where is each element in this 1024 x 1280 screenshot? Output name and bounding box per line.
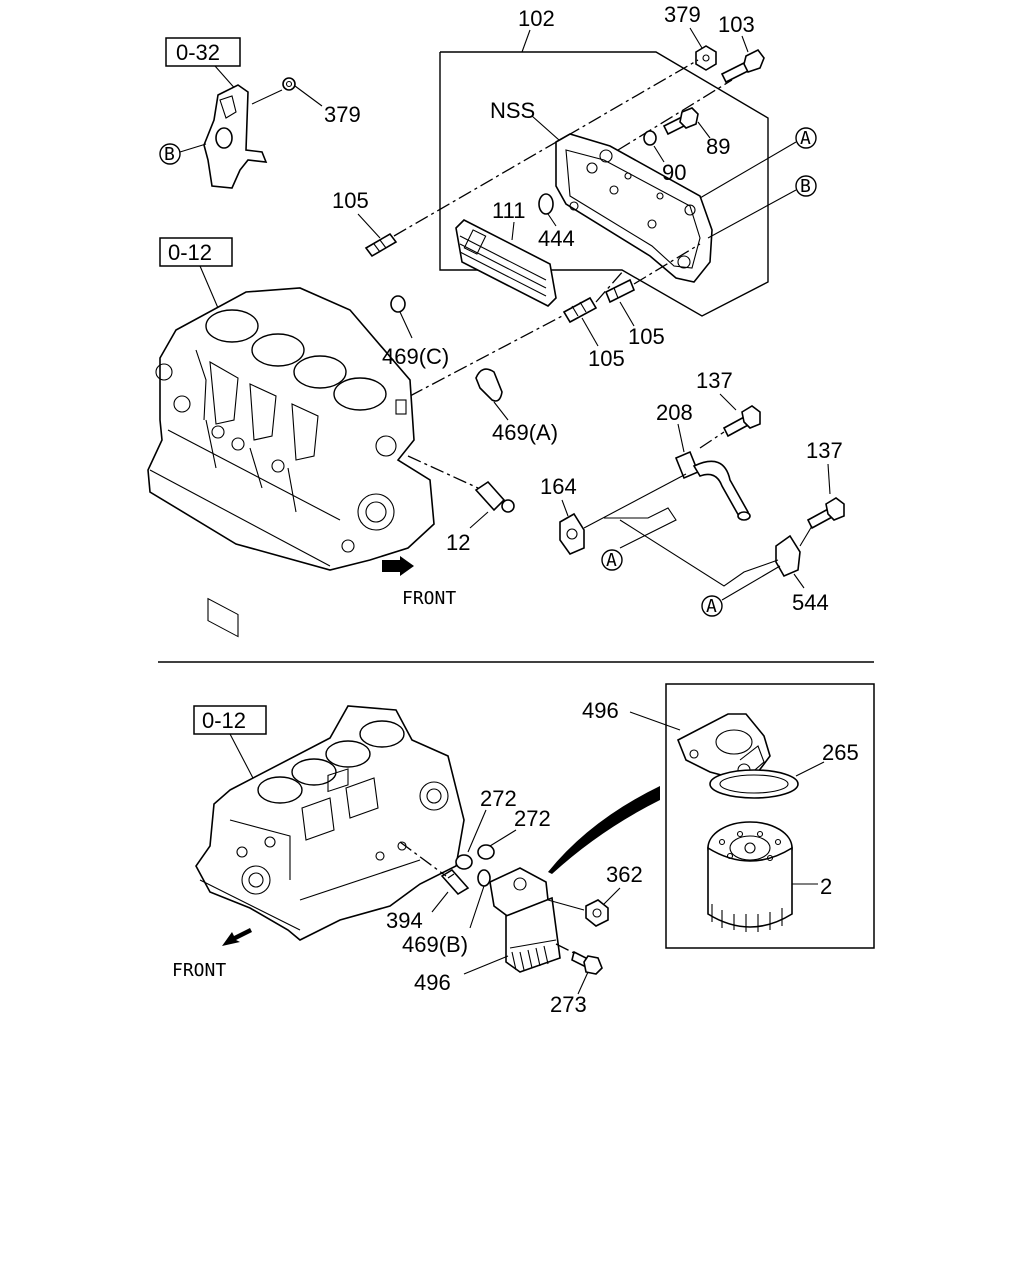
thermostat-housing-drawing [203, 84, 283, 189]
label-272-a: 272 [480, 786, 517, 811]
label-164: 164 [540, 474, 577, 499]
front-arrow-icon-upper [382, 556, 414, 576]
nut-379-left [282, 77, 296, 91]
label-469a: 469(A) [492, 420, 558, 445]
label-12: 12 [446, 530, 470, 555]
gasket-164 [559, 512, 585, 555]
filter-head-drawing [676, 713, 771, 781]
washer-90 [643, 130, 657, 146]
svg-text:0-32: 0-32 [176, 40, 220, 65]
svg-text:A: A [606, 550, 617, 571]
engine-block-drawing-upper [147, 287, 435, 638]
svg-text:A: A [800, 128, 811, 149]
detail-leader-swoosh [548, 786, 660, 874]
label-89: 89 [706, 134, 730, 159]
label-nss: NSS [490, 98, 535, 123]
label-103: 103 [718, 12, 755, 37]
detail-box [665, 683, 875, 949]
svg-text:0-12: 0-12 [168, 240, 212, 265]
front-arrow-icon-lower [222, 928, 252, 946]
gasket-544 [775, 534, 801, 578]
label-469b: 469(B) [402, 932, 468, 957]
label-137-a: 137 [696, 368, 733, 393]
label-496-top: 496 [582, 698, 619, 723]
bolt-137-b [806, 497, 845, 530]
svg-text:B: B [800, 176, 811, 197]
bolt-103 [720, 48, 765, 84]
oil-cooler-element-111 [455, 219, 557, 307]
label-137-b: 137 [806, 438, 843, 463]
bolt-89 [662, 107, 699, 136]
pipe-208 [674, 450, 751, 521]
stud-394 [440, 868, 470, 896]
filter-cartridge-2 [707, 821, 793, 932]
plug-12 [474, 480, 515, 513]
label-105-right: 105 [628, 324, 665, 349]
label-265: 265 [822, 740, 859, 765]
label-90: 90 [662, 160, 686, 185]
oil-filter-assembly-496 [489, 867, 561, 973]
label-208: 208 [656, 400, 693, 425]
label-379-top: 379 [664, 2, 701, 27]
label-362: 362 [606, 862, 643, 887]
callout-b-left: B [159, 143, 181, 165]
o-ring-469b [477, 869, 491, 887]
label-273: 273 [550, 992, 587, 1017]
bolt-273 [571, 950, 603, 975]
stud-105-right [604, 278, 636, 304]
label-2: 2 [820, 874, 832, 899]
callout-a-mid: A [601, 549, 623, 571]
o-ring-272-b [477, 844, 495, 860]
svg-text:B: B [164, 144, 175, 165]
o-ring-469c [390, 295, 406, 313]
label-272-b: 272 [514, 806, 551, 831]
callout-a-right: A [795, 127, 817, 149]
callout-b-right: B [795, 175, 817, 197]
callout-a-bot: A [701, 595, 723, 617]
label-444: 444 [538, 226, 575, 251]
label-469c: 469(C) [382, 344, 449, 369]
nut-362 [585, 899, 609, 927]
bolt-137-a [722, 405, 761, 438]
label-111: 111 [492, 198, 525, 223]
label-105-mid: 105 [588, 346, 625, 371]
label-544: 544 [792, 590, 829, 615]
gasket-265 [709, 769, 799, 799]
o-ring-272-a [455, 854, 473, 870]
label-394: 394 [386, 908, 423, 933]
label-496-bottom: 496 [414, 970, 451, 995]
stud-105-top [364, 232, 398, 258]
svg-text:0-12: 0-12 [202, 708, 246, 733]
front-label-upper: FRONT [402, 588, 456, 609]
ref-box-0-32[interactable]: 0-32 [165, 37, 241, 67]
o-ring-444 [538, 193, 554, 215]
oil-cooler-cover-drawing [555, 133, 713, 283]
ref-box-0-12-upper[interactable]: 0-12 [159, 237, 233, 267]
gasket-469a [475, 368, 503, 402]
nut-379-top [695, 45, 717, 71]
label-379-left: 379 [324, 102, 361, 127]
label-102: 102 [518, 6, 555, 31]
oil-cooler-assembly-outline [439, 51, 769, 317]
svg-text:A: A [706, 596, 717, 617]
label-105-top: 105 [332, 188, 369, 213]
stud-105-mid [562, 296, 598, 324]
front-label-lower: FRONT [172, 960, 226, 981]
ref-box-0-12-lower[interactable]: 0-12 [193, 705, 267, 735]
engine-block-drawing-lower [195, 705, 465, 941]
